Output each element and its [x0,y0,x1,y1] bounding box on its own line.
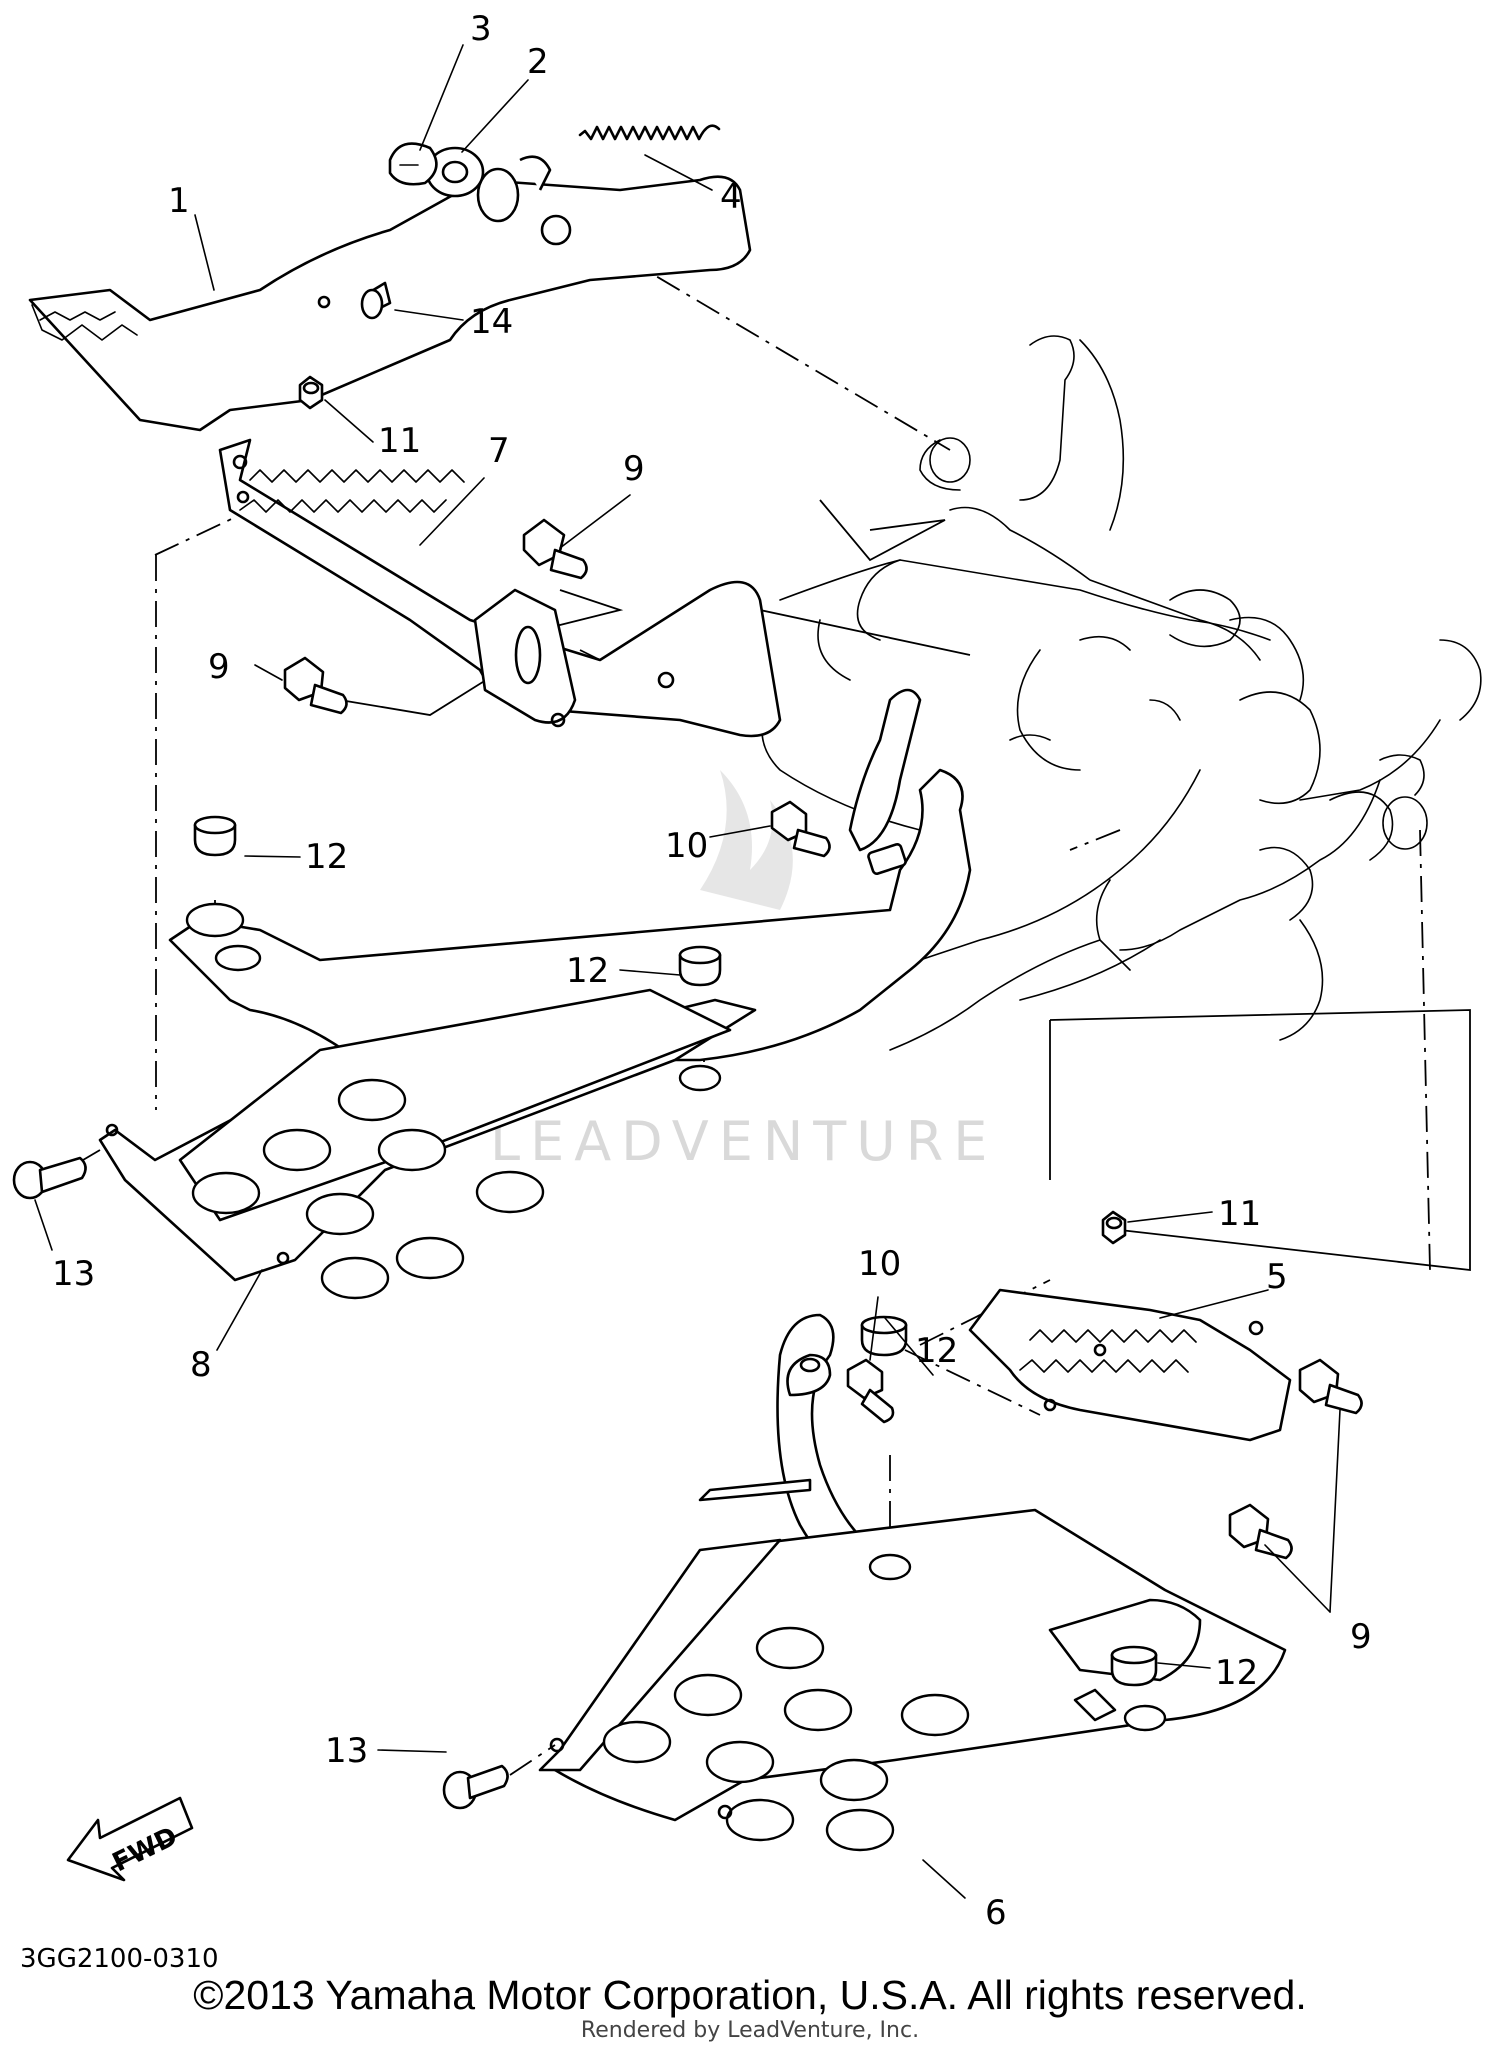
callout-14: 14 [470,302,513,342]
callout-13-left: 13 [52,1254,95,1294]
brake-pedal [28,155,752,432]
bolt-10-upper [770,800,831,858]
watermark: LEADVENTURE [490,770,997,1173]
e-clip [388,142,438,186]
callout-labels: 3 2 4 1 14 11 7 9 9 12 10 12 13 8 11 5 1… [52,9,1372,1933]
flange-nut-right [1101,1210,1127,1245]
bolt-9-right-upper [1298,1358,1363,1415]
watermark-text: LEADVENTURE [490,1110,997,1173]
callout-2: 2 [527,42,549,82]
callout-9-right: 9 [1350,1617,1372,1657]
rendered-by-credit: Rendered by LeadVenture, Inc. [580,2018,920,2043]
footboard-right [538,1313,1287,1852]
callout-8: 8 [190,1345,212,1385]
callout-13-lower: 13 [325,1731,368,1771]
grommet-12-a [193,815,237,857]
grommet-12-d [1110,1645,1158,1687]
bolt-13-left [12,1156,87,1200]
callout-4: 4 [720,177,742,217]
washer [425,146,485,198]
callout-12-b: 12 [566,951,609,991]
callout-7: 7 [488,431,510,471]
callout-1: 1 [168,181,190,221]
callout-10-lower: 10 [858,1244,901,1284]
return-spring [578,124,721,141]
bolt-10-lower [846,1358,895,1424]
callout-11-right: 11 [1218,1194,1261,1234]
footboard-left [98,688,972,1300]
part-code: 3GG2100-0310 [20,1944,219,1974]
bolt-13-lower [442,1764,509,1810]
copyright-notice: ©2013 Yamaha Motor Corporation, U.S.A. A… [193,1972,1307,2018]
callout-5: 5 [1266,1257,1288,1297]
grommet-12-b [678,945,722,987]
frame-outline [761,335,1482,1051]
callout-11-upper: 11 [378,421,421,461]
fwd-arrow: FWD [66,1796,194,1882]
callout-10-upper: 10 [665,826,708,866]
bolt-9-upper [522,518,588,580]
grommet-12-c [860,1315,908,1357]
callout-6: 6 [985,1893,1007,1933]
mounting-leader-lines [339,499,1471,1272]
callout-12-a: 12 [305,837,348,877]
callout-leaders [34,44,1341,1899]
footrest-bracket-left [218,438,782,738]
flange-nut-upper [298,375,324,410]
callout-3: 3 [470,9,492,49]
pedal-pin [360,281,392,320]
callout-12-d: 12 [1215,1653,1258,1693]
bolt-9-right-lower [1228,1503,1293,1560]
callout-9-upper: 9 [623,449,645,489]
callout-12-c: 12 [915,1331,958,1371]
callout-9-left: 9 [208,647,230,687]
footrest-right [968,1288,1292,1442]
bolt-9-left [283,656,348,715]
